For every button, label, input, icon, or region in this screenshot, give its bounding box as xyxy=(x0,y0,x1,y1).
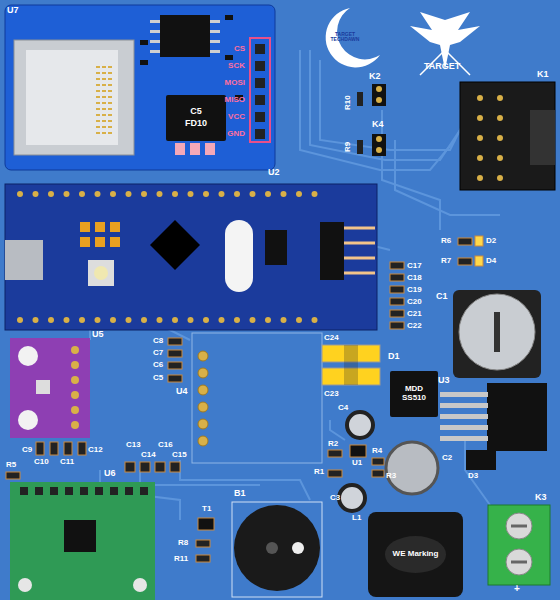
buzzer xyxy=(232,502,322,597)
part-designator: C11 xyxy=(60,458,74,466)
part-designator: U5 xyxy=(92,330,104,339)
part-designator: R1 xyxy=(314,468,324,476)
mcu-board xyxy=(5,184,377,330)
diode-caps xyxy=(322,345,380,385)
part-designator: C7 xyxy=(153,349,163,357)
part-designator: C23 xyxy=(324,390,339,398)
part-designator: K1 xyxy=(537,70,549,79)
inductor: WE Marking xyxy=(368,512,463,597)
part-designator: C17 xyxy=(407,262,422,270)
part-designator: C10 xyxy=(34,458,49,466)
part-designator: U2 xyxy=(268,168,280,177)
part-designator: K2 xyxy=(369,72,381,81)
pin-name: SCK xyxy=(228,62,245,71)
box-header xyxy=(460,82,555,190)
part-designator: U1 xyxy=(352,459,362,467)
chip-marking: MDD SS510 xyxy=(393,384,435,404)
part-designator: R4 xyxy=(372,447,382,455)
part-marking: WE Marking xyxy=(385,536,447,573)
part-designator: U7 xyxy=(7,6,19,15)
part-designator: C19 xyxy=(407,286,422,294)
part-designator: C21 xyxy=(407,310,422,318)
pin-name: VCC xyxy=(228,113,245,122)
chip-package: C5FD10 xyxy=(166,95,226,141)
part-designator: C12 xyxy=(88,446,103,454)
logo-text: TARGET xyxy=(424,62,460,71)
part-designator: U6 xyxy=(104,469,116,478)
electrolytics xyxy=(339,412,438,511)
part-designator: L1 xyxy=(352,514,361,522)
part-designator: C13 xyxy=(126,441,141,449)
sd-card-module xyxy=(5,5,275,170)
part-designator: + xyxy=(514,584,520,594)
part-designator: D4 xyxy=(486,257,496,265)
part-designator: C2 xyxy=(442,454,452,462)
sensor-module xyxy=(10,338,90,438)
part-designator: C4 xyxy=(338,404,348,412)
part-designator: R3 xyxy=(386,472,396,480)
part-designator: C18 xyxy=(407,274,422,282)
part-designator: C8 xyxy=(153,337,163,345)
part-designator: C15 xyxy=(172,451,187,459)
part-designator: K4 xyxy=(372,120,384,129)
sd-module: C5FD10 CS SCK MOSI MISO VCC GND xyxy=(5,5,275,170)
regulator xyxy=(440,383,547,470)
part-designator: C16 xyxy=(158,441,173,449)
part-designator: C22 xyxy=(407,322,422,330)
part-text: FD10 xyxy=(184,118,208,130)
part-designator: R11 xyxy=(174,555,188,563)
part-designator: K3 xyxy=(535,493,547,502)
part-designator: U3 xyxy=(438,376,450,385)
accel-module xyxy=(10,482,155,600)
part-designator: C6 xyxy=(153,361,163,369)
part-designator: C24 xyxy=(324,334,339,342)
pin-name: GND xyxy=(227,130,245,139)
chip-package: MDD SS510 xyxy=(390,371,438,417)
logo xyxy=(326,8,480,75)
part-designator: R5 xyxy=(6,461,16,469)
part-designator: T1 xyxy=(202,505,211,513)
pin-name: MISO xyxy=(225,96,245,105)
pin-name: CS xyxy=(234,45,245,54)
part-designator: C1 xyxy=(436,292,448,301)
part-designator: B1 xyxy=(234,489,246,498)
part-designator: R10 xyxy=(344,95,352,110)
part-designator: C20 xyxy=(407,298,422,306)
part-designator: R8 xyxy=(178,539,188,547)
logo-text: TARGET TECHDAWN xyxy=(330,32,360,42)
part-designator: D2 xyxy=(486,237,496,245)
jumpers xyxy=(357,84,386,156)
part-designator: D1 xyxy=(388,352,400,361)
module-outline xyxy=(192,333,322,463)
capacitor xyxy=(453,290,541,378)
part-designator: R2 xyxy=(328,440,338,448)
part-designator: C14 xyxy=(141,451,156,459)
part-designator: R6 xyxy=(441,237,451,245)
part-designator: U4 xyxy=(176,387,188,396)
part-designator: C5 xyxy=(153,374,163,382)
pin-name: MOSI xyxy=(225,79,245,88)
part-text: C5 xyxy=(189,106,203,118)
terminal-block xyxy=(488,505,550,585)
part-designator: C3 xyxy=(330,494,340,502)
part-designator: D3 xyxy=(468,472,478,480)
part-designator: R9 xyxy=(344,142,352,152)
part-designator: C9 xyxy=(22,446,32,454)
part-designator: R7 xyxy=(441,257,451,265)
